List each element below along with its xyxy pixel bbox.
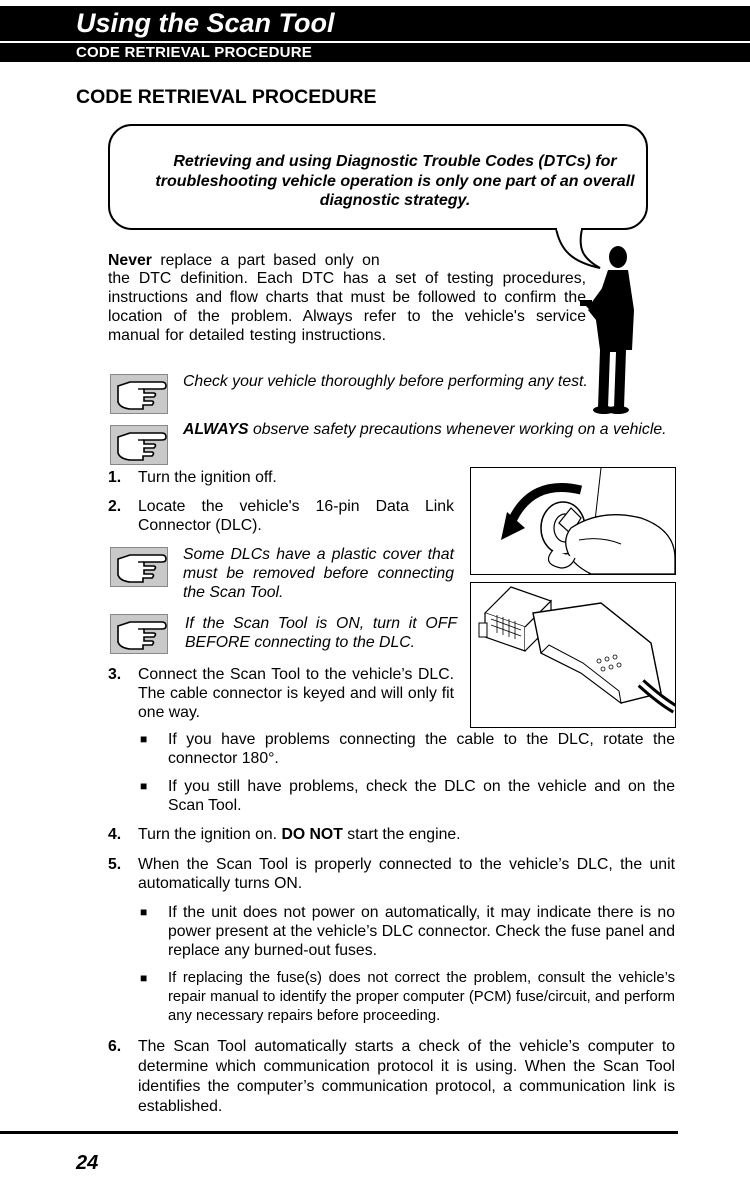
speech-bubble-tail <box>555 227 601 269</box>
note-dlc-cover: Some DLCs have a plastic cover that must… <box>183 546 454 601</box>
intro-paragraph: the DTC definition. Each DTC has a set o… <box>108 270 586 344</box>
callout-text: Retrieving and using Diagnostic Trouble … <box>155 153 635 209</box>
note-safety: ALWAYS observe safety precautions whenev… <box>183 420 675 439</box>
step-number: 5. <box>108 856 122 873</box>
step-2-text: Locate the vehicle's 16-pin Data Link Co… <box>138 498 454 534</box>
page-header: Using the Scan Tool CODE RETRIEVAL PROCE… <box>0 6 750 64</box>
header-subtitle: CODE RETRIEVAL PROCEDURE <box>76 44 312 61</box>
speech-bubble <box>108 124 648 230</box>
footer-divider <box>0 1131 678 1134</box>
step-5-text: When the Scan Tool is properly connected… <box>138 856 675 892</box>
always-label: ALWAYS <box>183 421 249 438</box>
do-not-label: DO NOT <box>281 826 343 843</box>
bullet-square-icon: ■ <box>140 971 148 985</box>
header-title: Using the Scan Tool <box>76 8 335 38</box>
step-4-text-pre: Turn the ignition on. <box>138 826 282 843</box>
pointing-hand-icon <box>110 547 168 587</box>
step-4-text: Turn the ignition on. DO NOT start the e… <box>138 825 675 844</box>
step-number: 2. <box>108 498 122 515</box>
section-title: CODE RETRIEVAL PROCEDURE <box>76 86 377 108</box>
step-6-text: The Scan Tool automatically starts a che… <box>138 1038 675 1115</box>
note-check-vehicle: Check your vehicle thoroughly before per… <box>183 373 588 390</box>
step-number: 6. <box>108 1038 122 1055</box>
never-label: Never <box>108 252 152 269</box>
ignition-key-figure <box>470 467 676 575</box>
page-number: 24 <box>76 1152 99 1174</box>
pointing-hand-icon <box>110 425 168 465</box>
note-safety-text: observe safety precautions whenever work… <box>252 421 667 438</box>
bullet-text: If replacing the fuse(s) does not correc… <box>168 970 675 1024</box>
intro-line-1-text: replace a part based only on <box>160 252 380 269</box>
bullet-text: If you still have problems, check the DL… <box>168 778 675 814</box>
bullet-text: If the unit does not power on automatica… <box>168 904 675 959</box>
pointing-hand-icon <box>110 374 168 414</box>
step-number: 3. <box>108 666 122 683</box>
step-number: 1. <box>108 469 122 486</box>
ignition-turning-illustration <box>501 467 676 575</box>
bullet-square-icon: ■ <box>140 732 148 746</box>
dlc-connector-figure <box>470 582 678 728</box>
pointing-hand-icon <box>110 614 168 654</box>
dlc-connector-illustration <box>478 586 678 714</box>
step-1-text: Turn the ignition off. <box>138 469 277 486</box>
header-divider <box>0 62 750 64</box>
note-turn-off: If the Scan Tool is ON, turn it OFF BEFO… <box>185 615 457 651</box>
header-divider <box>0 41 750 43</box>
step-3-text: Connect the Scan Tool to the vehicle’s D… <box>138 666 454 721</box>
bullet-square-icon: ■ <box>140 779 148 793</box>
technician-figure-icon <box>580 246 634 414</box>
step-4-text-post: start the engine. <box>342 826 461 843</box>
bullet-square-icon: ■ <box>140 905 148 919</box>
bullet-text: If you have problems connecting the cabl… <box>168 731 675 767</box>
step-number: 4. <box>108 826 122 843</box>
intro-line-1: Never replace a part based only on <box>108 251 408 270</box>
